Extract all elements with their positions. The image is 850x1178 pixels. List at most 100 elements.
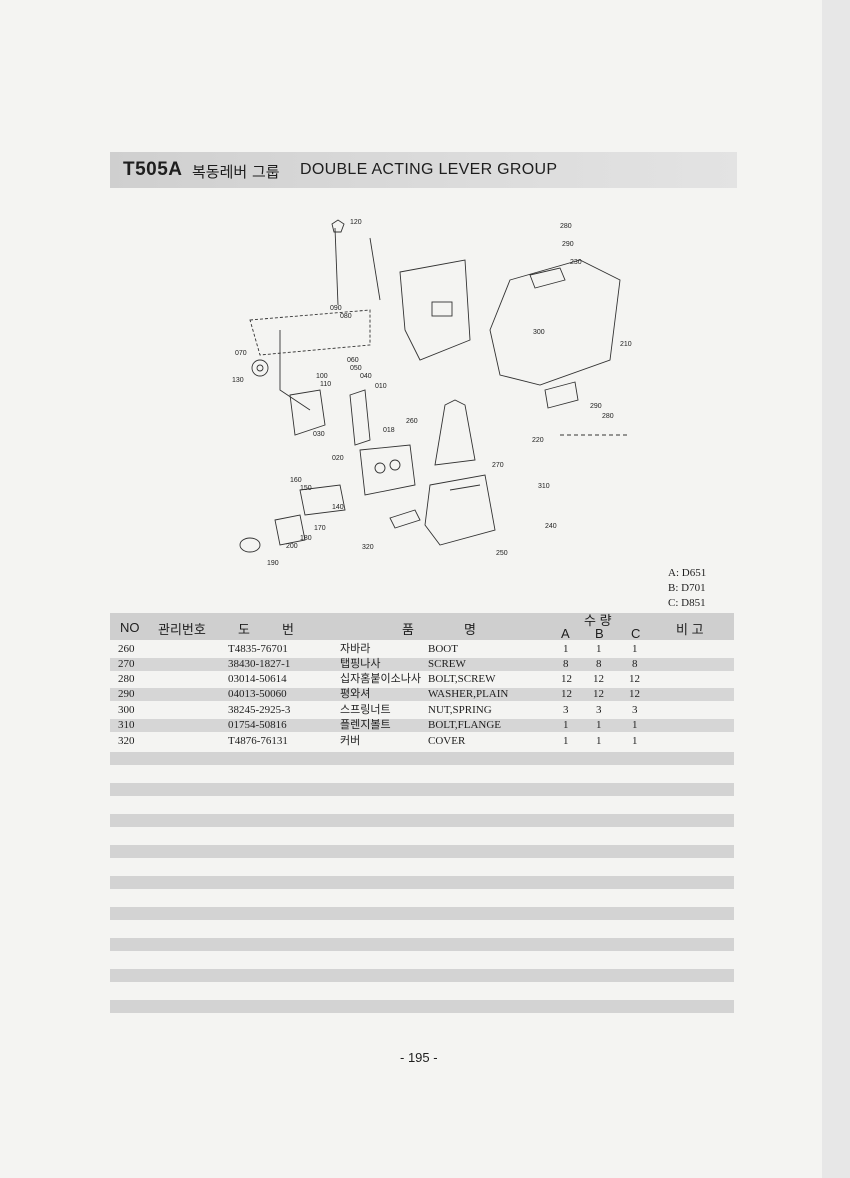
callout-label: 050 xyxy=(350,365,362,372)
empty-row-stripe xyxy=(110,752,734,765)
header-qty: 수 량 xyxy=(584,613,612,628)
callout-label: 190 xyxy=(267,560,279,567)
callout-label: 080 xyxy=(340,313,352,320)
cell-kor: 탭핑나사 xyxy=(340,658,381,670)
cell-b: 12 xyxy=(593,673,604,685)
cell-part: 38430-1827-1 xyxy=(228,658,291,670)
lower-bracket xyxy=(289,389,326,436)
cell-no: 270 xyxy=(118,658,135,670)
header-no: NO xyxy=(120,620,140,635)
cell-kor: 플렌지볼트 xyxy=(340,719,391,731)
callout-label: 290 xyxy=(590,403,602,410)
table-header: NO 관리번호 도 번 품 명 수 량 A B C 비 고 xyxy=(110,613,734,641)
cell-kor: 십자홈붙이소나사 xyxy=(340,673,421,685)
boot-260 xyxy=(434,399,476,466)
empty-row-stripe xyxy=(110,938,734,951)
callout-label: 180 xyxy=(300,535,312,542)
cell-kor: 평와셔 xyxy=(340,688,371,700)
cell-no: 290 xyxy=(118,688,135,700)
table-row: 280 03014-50614 십자홈붙이소나사 BOLT,SCREW 12 1… xyxy=(110,673,734,686)
header-drawing-1: 도 xyxy=(238,622,250,637)
header-name-2: 명 xyxy=(464,622,476,637)
cell-part: 03014-50614 xyxy=(228,673,287,685)
cell-kor: 자바라 xyxy=(340,643,371,655)
cell-eng: BOLT,SCREW xyxy=(428,673,496,685)
cell-a: 1 xyxy=(563,735,569,747)
callout-label: 060 xyxy=(347,357,359,364)
cell-kor: 스프링너트 xyxy=(340,704,391,716)
bracket-plate xyxy=(399,259,471,361)
cell-eng: WASHER,PLAIN xyxy=(428,688,509,700)
empty-row-stripe xyxy=(110,907,734,920)
valve-block xyxy=(359,444,416,496)
callout-label: 120 xyxy=(350,219,362,226)
callout-label: 290 xyxy=(562,241,574,248)
title-bar: T505A 복동레버 그룹 DOUBLE ACTING LEVER GROUP xyxy=(110,152,737,188)
callout-label: 250 xyxy=(496,550,508,557)
cell-b: 1 xyxy=(596,719,602,731)
cell-a: 3 xyxy=(563,704,569,716)
callout-label: 140 xyxy=(332,504,344,511)
empty-row-stripe xyxy=(110,814,734,827)
callout-label: 300 xyxy=(533,329,545,336)
cell-kor: 커버 xyxy=(340,735,361,747)
model-c: C: D851 xyxy=(668,597,706,609)
header-mgmt: 관리번호 xyxy=(158,622,206,637)
callout-label: 270 xyxy=(492,462,504,469)
empty-row-stripe xyxy=(110,876,734,889)
empty-row-stripe xyxy=(110,969,734,982)
cell-c: 1 xyxy=(632,735,638,747)
cell-no: 310 xyxy=(118,719,135,731)
callout-label: 310 xyxy=(538,483,550,490)
lever-rod-right xyxy=(369,237,381,301)
callout-label: 130 xyxy=(232,377,244,384)
cell-a: 1 xyxy=(563,643,569,655)
cell-eng: COVER xyxy=(428,735,466,747)
cell-c: 8 xyxy=(632,658,638,670)
callout-label: 030 xyxy=(313,431,325,438)
cell-c: 12 xyxy=(629,688,640,700)
console-box-210 xyxy=(489,259,621,386)
callout-label: 200 xyxy=(286,543,298,550)
cell-a: 12 xyxy=(561,673,572,685)
table-row: 290 04013-50060 평와셔 WASHER,PLAIN 12 12 1… xyxy=(110,688,734,701)
callout-label: 220 xyxy=(532,437,544,444)
page-number: - 195 - xyxy=(400,1050,438,1065)
callout-label: 018 xyxy=(383,427,395,434)
lever-knob xyxy=(331,219,345,233)
callout-label: 210 xyxy=(620,341,632,348)
cell-no: 260 xyxy=(118,643,135,655)
header-c: C xyxy=(631,626,641,641)
cover-230 xyxy=(529,267,566,289)
cell-part: 04013-50060 xyxy=(228,688,287,700)
cell-c: 1 xyxy=(632,719,638,731)
cell-b: 1 xyxy=(596,735,602,747)
cell-b: 3 xyxy=(596,704,602,716)
cell-no: 280 xyxy=(118,673,135,685)
callout-label: 240 xyxy=(545,523,557,530)
callout-label: 320 xyxy=(362,544,374,551)
header-remarks: 비 고 xyxy=(676,622,704,637)
callout-label: 090 xyxy=(330,305,342,312)
callout-label: 100 xyxy=(316,373,328,380)
cell-b: 1 xyxy=(596,643,602,655)
title-english: DOUBLE ACTING LEVER GROUP xyxy=(300,161,558,178)
cell-a: 8 xyxy=(563,658,569,670)
cell-part: 38245-2925-3 xyxy=(228,704,291,716)
cell-a: 12 xyxy=(561,688,572,700)
cell-a: 1 xyxy=(563,719,569,731)
callout-label: 040 xyxy=(360,373,372,380)
callout-label: 230 xyxy=(570,259,582,266)
table-row: 310 01754-50816 플렌지볼트 BOLT,FLANGE 1 1 1 xyxy=(110,719,734,732)
table-row: 270 38430-1827-1 탭핑나사 SCREW 8 8 8 xyxy=(110,658,734,671)
table-row: 320 T4876-76131 커버 COVER 1 1 1 xyxy=(110,735,734,748)
cover-250 xyxy=(424,474,496,546)
header-name-1: 품 xyxy=(402,622,414,637)
page-edge xyxy=(822,0,850,1178)
exploded-parts-diagram: 120 280 290 230 090 080 300 210 070 060 … xyxy=(232,219,632,567)
spring-cylinder xyxy=(299,484,346,516)
model-legend: A: D651 B: D701 C: D851 xyxy=(668,566,706,611)
model-b: B: D701 xyxy=(668,582,706,594)
cell-b: 8 xyxy=(596,658,602,670)
callout-label: 280 xyxy=(560,223,572,230)
